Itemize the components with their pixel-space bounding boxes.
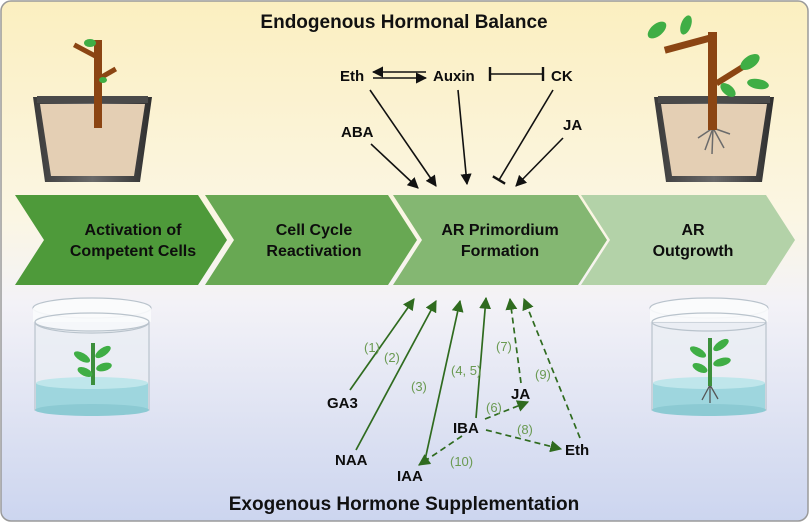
ref-7: (7) [496,339,512,354]
exo-iaa-label: IAA [397,468,423,485]
stage1-line2: Competent Cells [70,243,196,260]
endo-ck-label: CK [551,68,573,85]
exo-iba-label: IBA [453,420,479,437]
chevron-ar-primordium [393,195,607,285]
ref-1: (1) [364,340,380,355]
iba-to-eth-arrow-dashed [485,429,563,453]
stage2-line1: Cell Cycle [276,222,353,239]
eth-to-primordium-arrow [369,89,437,187]
stage-chevrons [15,195,795,285]
ck-inhibits-primordium [492,89,554,185]
endogenous-title: Endogenous Hormonal Balance [260,12,547,33]
iaa-to-primordium-arrow [424,299,464,461]
ref-6: (6) [486,400,502,415]
ref-3: (3) [411,379,427,394]
iba-to-primordium-arrow [475,296,492,419]
rooted-plant-illustration [647,15,774,182]
culture-jar-illustration-left [32,297,152,416]
exogenous-title: Exogenous Hormone Supplementation [229,494,579,515]
culture-jar-illustration-right [649,297,769,416]
exo-naa-label: NAA [335,452,368,469]
iba-to-iaa-arrow-dashed [418,435,463,466]
ga3-to-primordium-arrow [349,298,415,391]
ref-4-5: (4, 5) [451,363,481,378]
ref-10: (10) [450,454,473,469]
ja-to-primordium-arrow [515,137,564,187]
endo-eth-label: Eth [340,68,364,85]
eth-to-primordium-arrow-dashed [522,297,581,439]
endo-ja-label: JA [563,117,582,134]
endo-auxin-label: Auxin [433,68,475,85]
exo-ga3-label: GA3 [327,395,358,412]
exo-ja-label: JA [511,386,530,403]
endo-aba-label: ABA [341,124,374,141]
potted-cutting-illustration [33,39,152,182]
stage3-line1: AR Primordium [441,222,558,239]
stage3-line2: Formation [461,243,539,260]
stage1-line1: Activation of [85,222,183,239]
stage4-line2: Outgrowth [653,243,734,260]
ja-to-primordium-arrow-dashed [505,297,522,384]
iba-to-ja-arrow-dashed [484,400,530,420]
stage2-line2: Reactivation [266,243,361,260]
chevron-ar-outgrowth [581,195,795,285]
aba-to-primordium-arrow [370,143,419,189]
chevron-cell-cycle [205,195,417,285]
ref-8: (8) [517,422,533,437]
ref-2: (2) [384,350,400,365]
ref-9: (9) [535,367,551,382]
stage4-line1: AR [681,222,705,239]
naa-to-primordium-arrow [355,299,437,451]
chevron-activation [15,195,227,285]
auxin-to-primordium-arrow [457,89,472,186]
exo-eth-label: Eth [565,442,589,459]
